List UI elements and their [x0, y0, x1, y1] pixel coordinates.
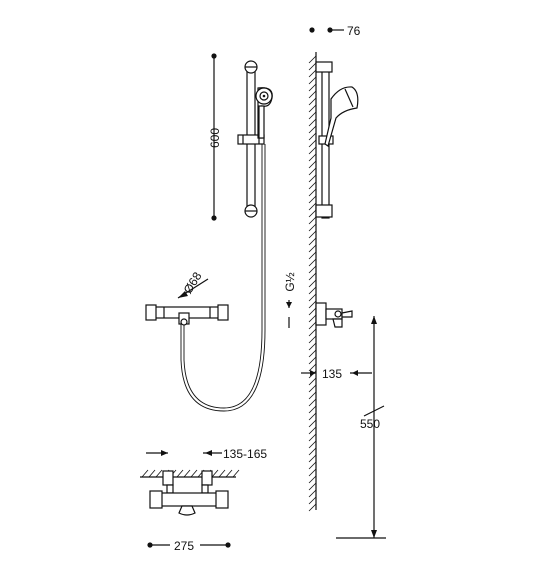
- side-view: 76 G½ 135 55: [283, 24, 386, 539]
- projection-label: 135: [322, 367, 342, 381]
- centres-label: 135-165: [223, 447, 267, 461]
- mount-height-label: 550: [360, 417, 380, 431]
- wall-hatch-icon: [308, 52, 317, 512]
- mixer-valve-icon: [145, 304, 229, 326]
- front-mixer-valve: Ø68: [145, 269, 229, 326]
- rail-height-label: 600: [208, 128, 222, 148]
- thread-label: G½: [283, 272, 297, 291]
- front-slide-rail: 600: [180, 53, 273, 412]
- bottom-plan-view: 135-165 275: [140, 447, 267, 553]
- wall-offset-label: 76: [347, 24, 361, 38]
- shower-head-icon: [255, 87, 273, 139]
- body-width-label: 275: [174, 539, 194, 553]
